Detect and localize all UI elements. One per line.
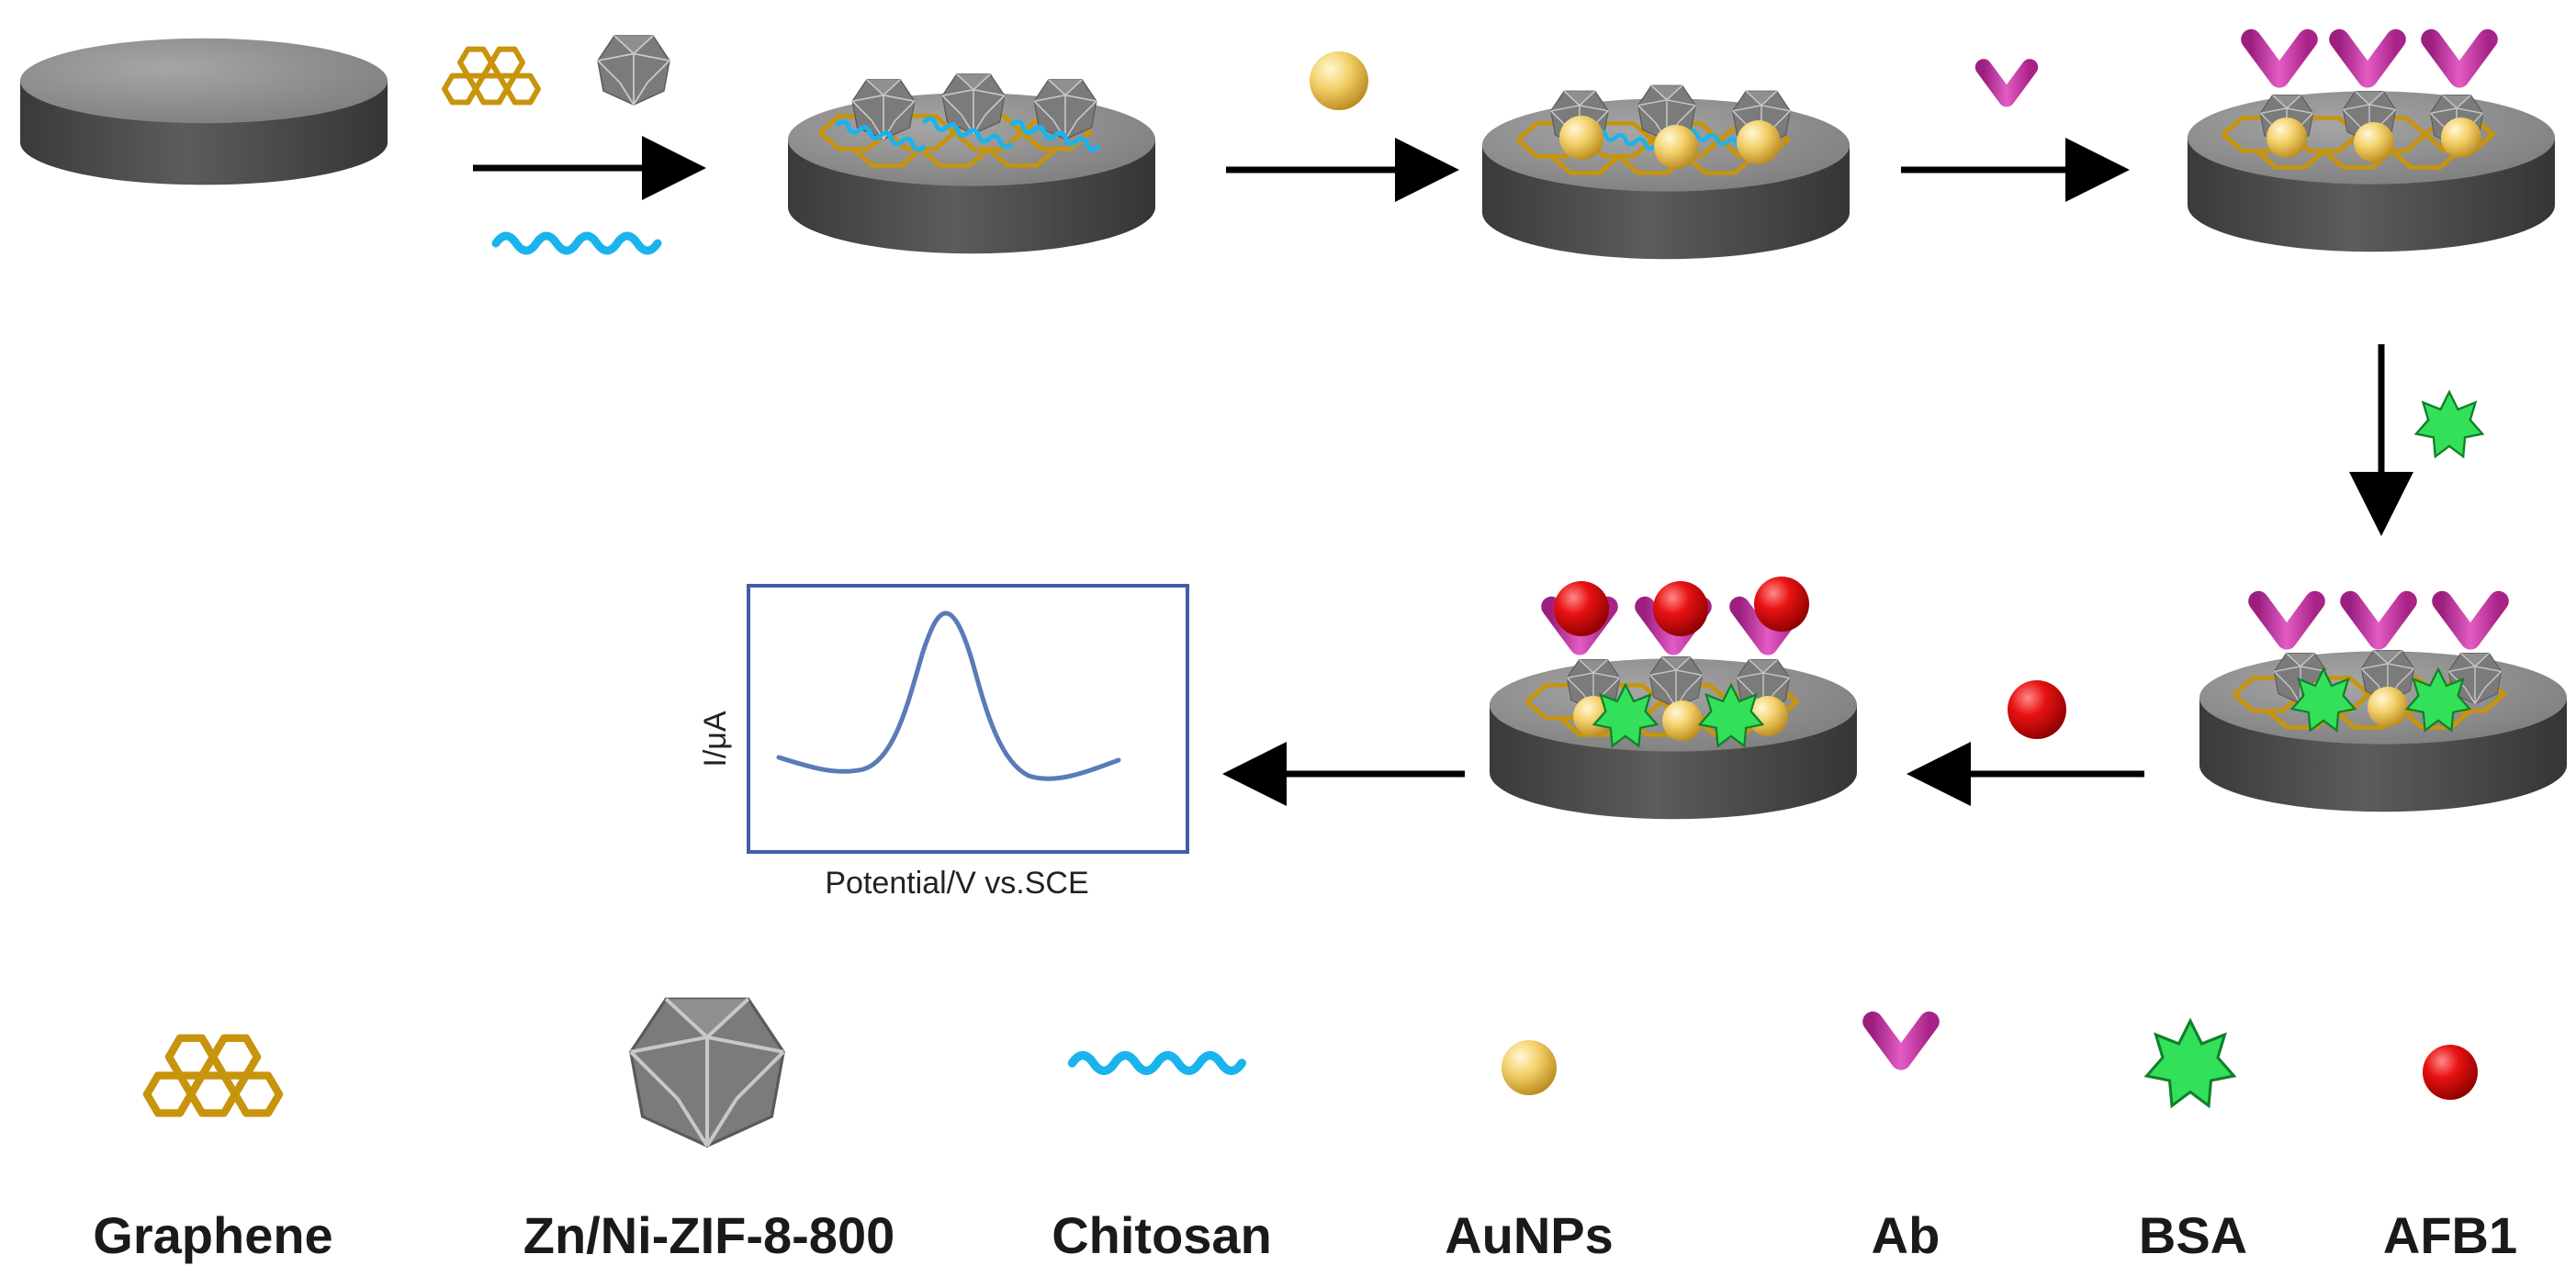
legend-label-ab: Ab (1872, 1206, 1940, 1264)
plot-frame (747, 584, 1189, 854)
legend-label-zif: Zn/Ni-ZIF-8-800 (523, 1206, 894, 1264)
legend-label-afb1: AFB1 (2383, 1206, 2517, 1264)
legend-item-afb1: AFB1 (2383, 1045, 2517, 1264)
legend: Graphene Zn/Ni-ZIF-8-800 Chitosan AuNPs … (93, 999, 2517, 1264)
legend-item-aunps: AuNPs (1445, 1040, 1614, 1264)
legend-item-bsa: BSA (2139, 1019, 2247, 1264)
electrode-with-afb1 (1490, 577, 1857, 820)
electrode-with-bsa (2199, 601, 2567, 812)
legend-label-aunps: AuNPs (1445, 1206, 1614, 1264)
chitosan-reagent-icon (496, 236, 658, 251)
x-axis-label: Potential/V vs.SCE (825, 866, 1088, 901)
electrode-graphene-zif-chitosan (788, 73, 1155, 254)
graphene-reagent-icon (444, 50, 538, 103)
electrode-with-aunps (1482, 84, 1850, 260)
dpv-plot: Potential/V vs.SCE I/μA (698, 584, 1189, 901)
afb1-reagent-icon (2008, 680, 2066, 739)
bsa-reagent-icon (2414, 390, 2484, 458)
legend-item-zif: Zn/Ni-ZIF-8-800 (523, 999, 894, 1264)
legend-label-bsa: BSA (2139, 1206, 2247, 1264)
legend-label-graphene: Graphene (93, 1206, 332, 1264)
polyhedron-reagent-icon (597, 35, 670, 106)
aunp-reagent-icon (1310, 51, 1368, 110)
legend-item-chitosan: Chitosan (1052, 1056, 1272, 1264)
bare-gce-electrode: GCE (20, 38, 388, 241)
legend-item-ab: Ab (1872, 1022, 1940, 1264)
electrode-with-antibody (2188, 39, 2555, 252)
peak-curve (776, 610, 1121, 781)
gce-label: GCE (135, 180, 254, 241)
antibody-reagent-icon (1984, 67, 2030, 145)
legend-item-graphene: Graphene (93, 1038, 333, 1264)
legend-label-chitosan: Chitosan (1052, 1206, 1272, 1264)
y-axis-label: I/μA (698, 711, 733, 767)
